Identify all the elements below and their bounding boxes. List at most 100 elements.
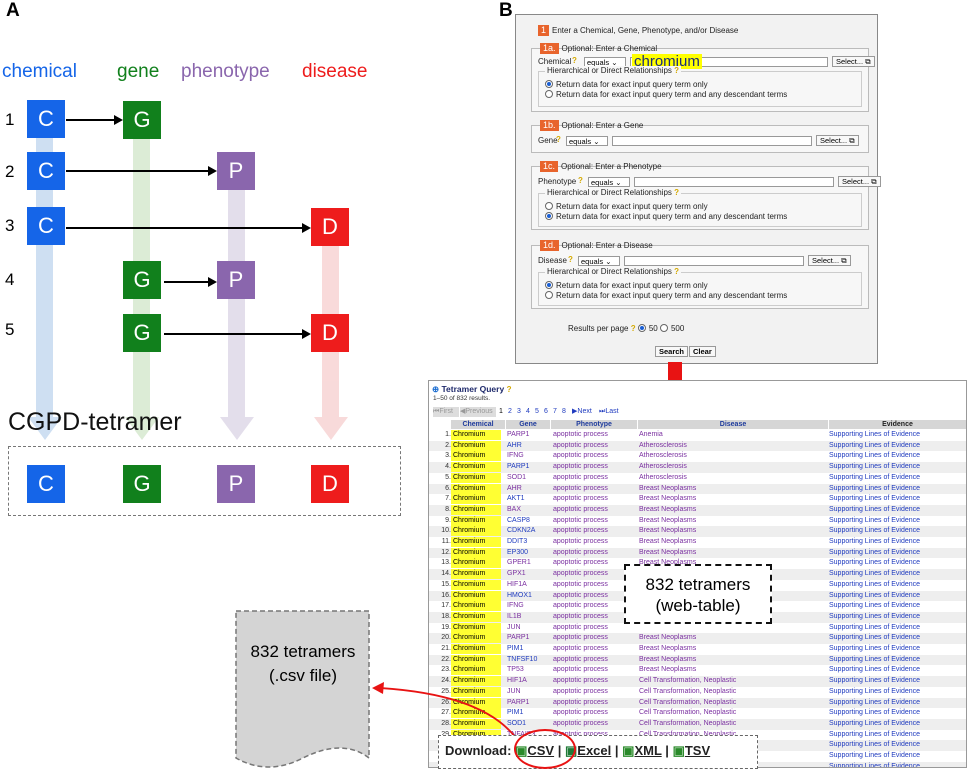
- disease-input[interactable]: [624, 256, 804, 266]
- phenotype-cell[interactable]: apoptotic process: [553, 602, 608, 610]
- phenotype-cell[interactable]: apoptotic process: [553, 559, 608, 567]
- phenotype-cell[interactable]: apoptotic process: [553, 484, 608, 492]
- disease-cell[interactable]: Atherosclerosis: [639, 473, 687, 481]
- evidence-cell[interactable]: Supporting Lines of Evidence: [829, 741, 921, 749]
- disease-cell[interactable]: Anemia: [639, 431, 663, 438]
- phenotype-cell[interactable]: apoptotic process: [553, 612, 608, 620]
- chemical-input[interactable]: [630, 57, 828, 67]
- evidence-cell[interactable]: Supporting Lines of Evidence: [829, 505, 921, 513]
- evidence-cell[interactable]: Supporting Lines of Evidence: [829, 527, 921, 535]
- gene-cell[interactable]: DDIT3: [507, 538, 528, 545]
- gene-cell[interactable]: PARP1: [507, 463, 530, 471]
- phenotype-input[interactable]: [634, 177, 834, 187]
- gene-help-icon[interactable]: ?: [556, 135, 561, 144]
- disease-cell[interactable]: Breast Neoplasms: [639, 516, 697, 524]
- gene-input[interactable]: [612, 136, 812, 146]
- phenotype-radio-descendant[interactable]: Return data for exact input query term a…: [545, 212, 787, 221]
- gene-cell[interactable]: GPER1: [507, 559, 531, 567]
- chemical-cell[interactable]: Chromium: [451, 686, 501, 697]
- gene-cell[interactable]: JUN: [507, 687, 521, 695]
- chemical-select-button[interactable]: Select... ⧉: [832, 56, 875, 67]
- disease-cell[interactable]: Breast Neoplasms: [639, 505, 697, 513]
- gene-cell[interactable]: CDKN2A: [507, 527, 536, 535]
- col-header-phenotype[interactable]: Phenotype: [551, 420, 637, 429]
- download-tsv-link[interactable]: TSV: [684, 743, 711, 758]
- chemical-cell[interactable]: Chromium: [451, 451, 501, 462]
- disease-cell[interactable]: Breast Neoplasms: [639, 484, 697, 492]
- pager-last[interactable]: ⏭Last: [599, 408, 619, 415]
- phenotype-cell[interactable]: apoptotic process: [553, 441, 608, 449]
- pager-page-3[interactable]: 3: [517, 408, 521, 415]
- results-50-radio[interactable]: 50: [637, 324, 658, 333]
- chemical-cell[interactable]: Chromium: [451, 611, 501, 622]
- chemical-cell[interactable]: Chromium: [451, 676, 501, 687]
- gene-operator-select[interactable]: equals ⌄: [566, 136, 608, 146]
- chemical-cell[interactable]: Chromium: [451, 697, 501, 708]
- disease-cell[interactable]: Atherosclerosis: [639, 452, 687, 460]
- phenotype-cell[interactable]: apoptotic process: [553, 666, 608, 674]
- pager-first[interactable]: ⏮First: [433, 407, 459, 417]
- disease-cell[interactable]: Breast Neoplasms: [639, 548, 697, 556]
- evidence-cell[interactable]: Supporting Lines of Evidence: [829, 752, 921, 759]
- gene-cell[interactable]: PARP1: [507, 698, 530, 706]
- disease-cell[interactable]: Cell Transformation, Neoplastic: [639, 719, 737, 727]
- evidence-cell[interactable]: Supporting Lines of Evidence: [829, 559, 921, 567]
- disease-cell[interactable]: Breast Neoplasms: [639, 645, 697, 652]
- pager-page-2[interactable]: 2: [508, 408, 512, 415]
- phenotype-cell[interactable]: apoptotic process: [553, 452, 608, 460]
- gene-cell[interactable]: BAX: [507, 505, 522, 513]
- phenotype-cell[interactable]: apoptotic process: [553, 719, 608, 727]
- evidence-cell[interactable]: Supporting Lines of Evidence: [829, 580, 921, 588]
- pager-page-5[interactable]: 5: [535, 408, 539, 415]
- search-button[interactable]: Search: [655, 346, 689, 357]
- evidence-cell[interactable]: Supporting Lines of Evidence: [829, 431, 921, 438]
- chemical-cell[interactable]: Chromium: [451, 729, 501, 740]
- evidence-cell[interactable]: Supporting Lines of Evidence: [829, 666, 921, 674]
- evidence-cell[interactable]: Supporting Lines of Evidence: [829, 452, 921, 460]
- download-excel-link[interactable]: Excel: [577, 743, 612, 758]
- chemical-cell[interactable]: Chromium: [451, 633, 501, 644]
- gene-cell[interactable]: AKT1: [507, 495, 525, 503]
- chemical-cell[interactable]: Chromium: [451, 430, 501, 440]
- phenotype-cell[interactable]: apoptotic process: [553, 730, 608, 740]
- gene-cell[interactable]: CASP8: [507, 516, 530, 524]
- phenotype-cell[interactable]: apoptotic process: [553, 591, 608, 599]
- pager-page-4[interactable]: 4: [526, 408, 530, 415]
- phenotype-cell[interactable]: apoptotic process: [553, 687, 608, 695]
- phenotype-operator-select[interactable]: equals ⌄: [588, 177, 630, 187]
- phenotype-cell[interactable]: apoptotic process: [553, 698, 608, 706]
- gene-cell[interactable]: GPX1: [507, 570, 526, 578]
- phenotype-cell[interactable]: apoptotic process: [553, 538, 608, 545]
- gene-cell[interactable]: PARP1: [507, 634, 530, 642]
- pager-page-6[interactable]: 6: [544, 408, 548, 415]
- phenotype-cell[interactable]: apoptotic process: [553, 473, 608, 481]
- disease-cell[interactable]: Cell Transformation, Neoplastic: [639, 730, 736, 740]
- evidence-cell[interactable]: Supporting Lines of Evidence: [829, 645, 921, 652]
- evidence-cell[interactable]: Supporting Lines of Evidence: [829, 463, 921, 471]
- evidence-cell[interactable]: Supporting Lines of Evidence: [829, 709, 921, 717]
- chemical-cell[interactable]: Chromium: [451, 462, 501, 473]
- chemical-cell[interactable]: Chromium: [451, 579, 501, 590]
- disease-select-button[interactable]: Select... ⧉: [808, 255, 851, 266]
- chemical-cell[interactable]: Chromium: [451, 537, 501, 547]
- gene-cell[interactable]: IFNG: [507, 602, 524, 610]
- phenotype-select-button[interactable]: Select... ⧉: [838, 176, 881, 187]
- gene-cell[interactable]: SOD1: [507, 473, 527, 481]
- disease-operator-select[interactable]: equals ⌄: [578, 256, 620, 266]
- pager-previous[interactable]: ◀Previous: [460, 407, 496, 417]
- chemical-cell[interactable]: Chromium: [451, 526, 501, 537]
- evidence-cell[interactable]: Supporting Lines of Evidence: [829, 655, 921, 663]
- phenotype-cell[interactable]: apoptotic process: [553, 709, 608, 717]
- phenotype-cell[interactable]: apoptotic process: [553, 645, 608, 652]
- gene-cell[interactable]: PARP1: [507, 431, 530, 438]
- chemical-cell[interactable]: Chromium: [451, 504, 501, 515]
- chemical-cell[interactable]: Chromium: [451, 644, 501, 654]
- chemical-help-icon[interactable]: ?: [572, 56, 577, 65]
- phenotype-cell[interactable]: apoptotic process: [553, 623, 608, 631]
- evidence-cell[interactable]: Supporting Lines of Evidence: [829, 762, 921, 768]
- chemical-cell[interactable]: Chromium: [451, 601, 501, 612]
- phenotype-cell[interactable]: apoptotic process: [553, 505, 608, 513]
- pager-page-8[interactable]: 8: [562, 408, 566, 415]
- phenotype-cell[interactable]: apoptotic process: [553, 463, 608, 471]
- phenotype-cell[interactable]: apoptotic process: [553, 548, 608, 556]
